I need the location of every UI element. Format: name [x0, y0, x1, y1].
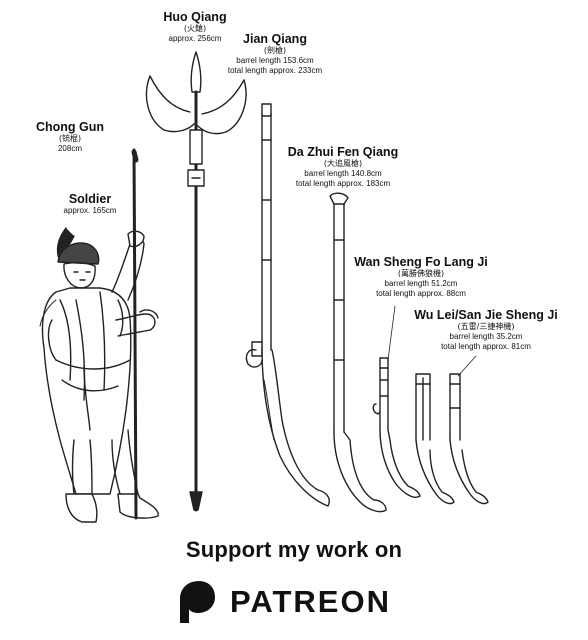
barrel-length: barrel length 153.6cm — [236, 56, 314, 65]
label-chong-gun: Chong Gun (铳棍) 208cm — [24, 120, 116, 154]
wu-lei-san-jie-sheng-ji-drawing — [415, 355, 489, 505]
barrel-length: barrel length 140.8cm — [304, 169, 382, 178]
total-length: total length approx. 88cm — [376, 288, 466, 298]
barrel-length: barrel length 35.2cm — [449, 332, 523, 341]
weapons-illustration — [39, 51, 489, 523]
label-huo-qiang: Huo Qiang (火鎗) approx. 256cm — [150, 10, 240, 44]
soldier-name: Soldier — [68, 192, 112, 206]
label-jian-qiang: Jian Qiang (劍槍) barrel length 153.6cm to… — [218, 32, 332, 75]
weapon-chinese-name: (铳棍) — [58, 134, 82, 143]
soldier-height: approx. 165cm — [63, 206, 117, 215]
label-da-zhui-fen-qiang: Da Zhui Fen Qiang (大追風槍) barrel length 1… — [280, 145, 406, 188]
weapon-chinese-name: (大追風槍) — [323, 159, 363, 168]
patreon-wordmark: PATREON — [230, 584, 391, 619]
support-text: Support my work on — [185, 537, 403, 562]
label-wu-lei-san-jie-sheng-ji: Wu Lei/San Jie Sheng Ji (五雷/三捷神機) barrel… — [402, 308, 570, 351]
label-wan-sheng-fo-lang-ji: Wan Sheng Fo Lang Ji (萬勝佛狼機) barrel leng… — [350, 255, 492, 298]
huo-qiang-drawing — [145, 51, 247, 512]
total-length: total length approx. 233cm — [227, 65, 323, 75]
jian-qiang-drawing — [245, 103, 330, 507]
weapon-length: 208cm — [57, 144, 82, 153]
weapon-chinese-name: (火鎗) — [183, 24, 207, 33]
label-soldier: Soldier approx. 165cm — [52, 192, 128, 216]
weapon-name: Huo Qiang — [163, 10, 227, 24]
weapon-length: approx. 256cm — [168, 34, 222, 43]
soldier-figure — [39, 227, 159, 523]
total-length: total length approx. 81cm — [441, 341, 531, 351]
wan-sheng-fo-lang-ji-drawing — [372, 305, 421, 498]
total-length: total length approx. 183cm — [295, 178, 391, 188]
weapon-chinese-name: (萬勝佛狼機) — [397, 269, 445, 278]
weapon-name: Wan Sheng Fo Lang Ji — [354, 255, 488, 269]
weapon-chinese-name: (劍槍) — [263, 46, 287, 55]
weapon-name: Wu Lei/San Jie Sheng Ji — [414, 308, 558, 322]
barrel-length: barrel length 51.2cm — [384, 279, 458, 288]
weapon-name: Da Zhui Fen Qiang — [287, 145, 399, 159]
patreon-brand[interactable]: PATREON — [176, 578, 391, 626]
patreon-logo-icon — [180, 581, 215, 623]
weapon-chinese-name: (五雷/三捷神機) — [457, 322, 515, 331]
weapon-name: Jian Qiang — [243, 32, 307, 46]
weapon-name: Chong Gun — [35, 120, 105, 134]
chong-gun-drawing — [131, 148, 139, 520]
da-zhui-fen-qiang-drawing — [329, 192, 387, 513]
